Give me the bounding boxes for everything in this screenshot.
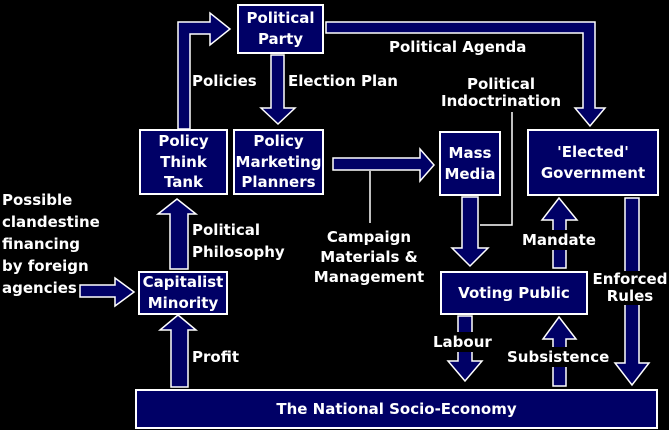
box-political-party: Political Party bbox=[237, 4, 324, 54]
arrow-profit-icon bbox=[157, 314, 199, 388]
box-policy-think-tank: Policy Think Tank bbox=[139, 129, 228, 195]
arrow-election-plan-icon bbox=[259, 54, 297, 126]
political-agenda-label: Political Agenda bbox=[389, 38, 527, 56]
arrow-political-philosophy-icon bbox=[155, 198, 199, 270]
box-policy-marketing-planners: Policy Marketing Planners bbox=[233, 129, 324, 195]
leader-line-indoctrination bbox=[480, 112, 513, 226]
box-elected-government: 'Elected' Government bbox=[527, 129, 659, 196]
arrow-policies-icon bbox=[177, 11, 232, 130]
campaign-materials-label: Campaign Materials & Management bbox=[313, 228, 425, 286]
enforced-rules-label: Enforced Rules bbox=[589, 271, 669, 305]
political-indoctrination-label: Political Indoctrination bbox=[441, 75, 561, 110]
labour-label: Labour bbox=[430, 332, 495, 352]
clandestine-financing-note: Possible clandestine financing by foreig… bbox=[2, 191, 100, 297]
arrow-campaign-to-massmedia-icon bbox=[332, 147, 435, 183]
arrow-indoctrination-icon bbox=[450, 196, 490, 268]
box-voting-public: Voting Public bbox=[440, 271, 588, 315]
box-capitalist-minority: Capitalist Minority bbox=[138, 271, 228, 315]
subsistence-label: Subsistence bbox=[504, 347, 613, 367]
box-mass-media: Mass Media bbox=[439, 131, 501, 196]
box-national-socio-economy: The National Socio-Economy bbox=[135, 389, 658, 429]
political-philosophy-label: Political Philosophy bbox=[192, 221, 285, 261]
arrow-political-agenda-icon bbox=[325, 21, 607, 128]
arrow-clandestine-financing-icon bbox=[79, 276, 136, 308]
election-plan-label: Election Plan bbox=[288, 72, 398, 90]
profit-label: Profit bbox=[192, 348, 239, 366]
policies-label: Policies bbox=[192, 72, 257, 90]
mandate-label: Mandate bbox=[519, 230, 599, 250]
